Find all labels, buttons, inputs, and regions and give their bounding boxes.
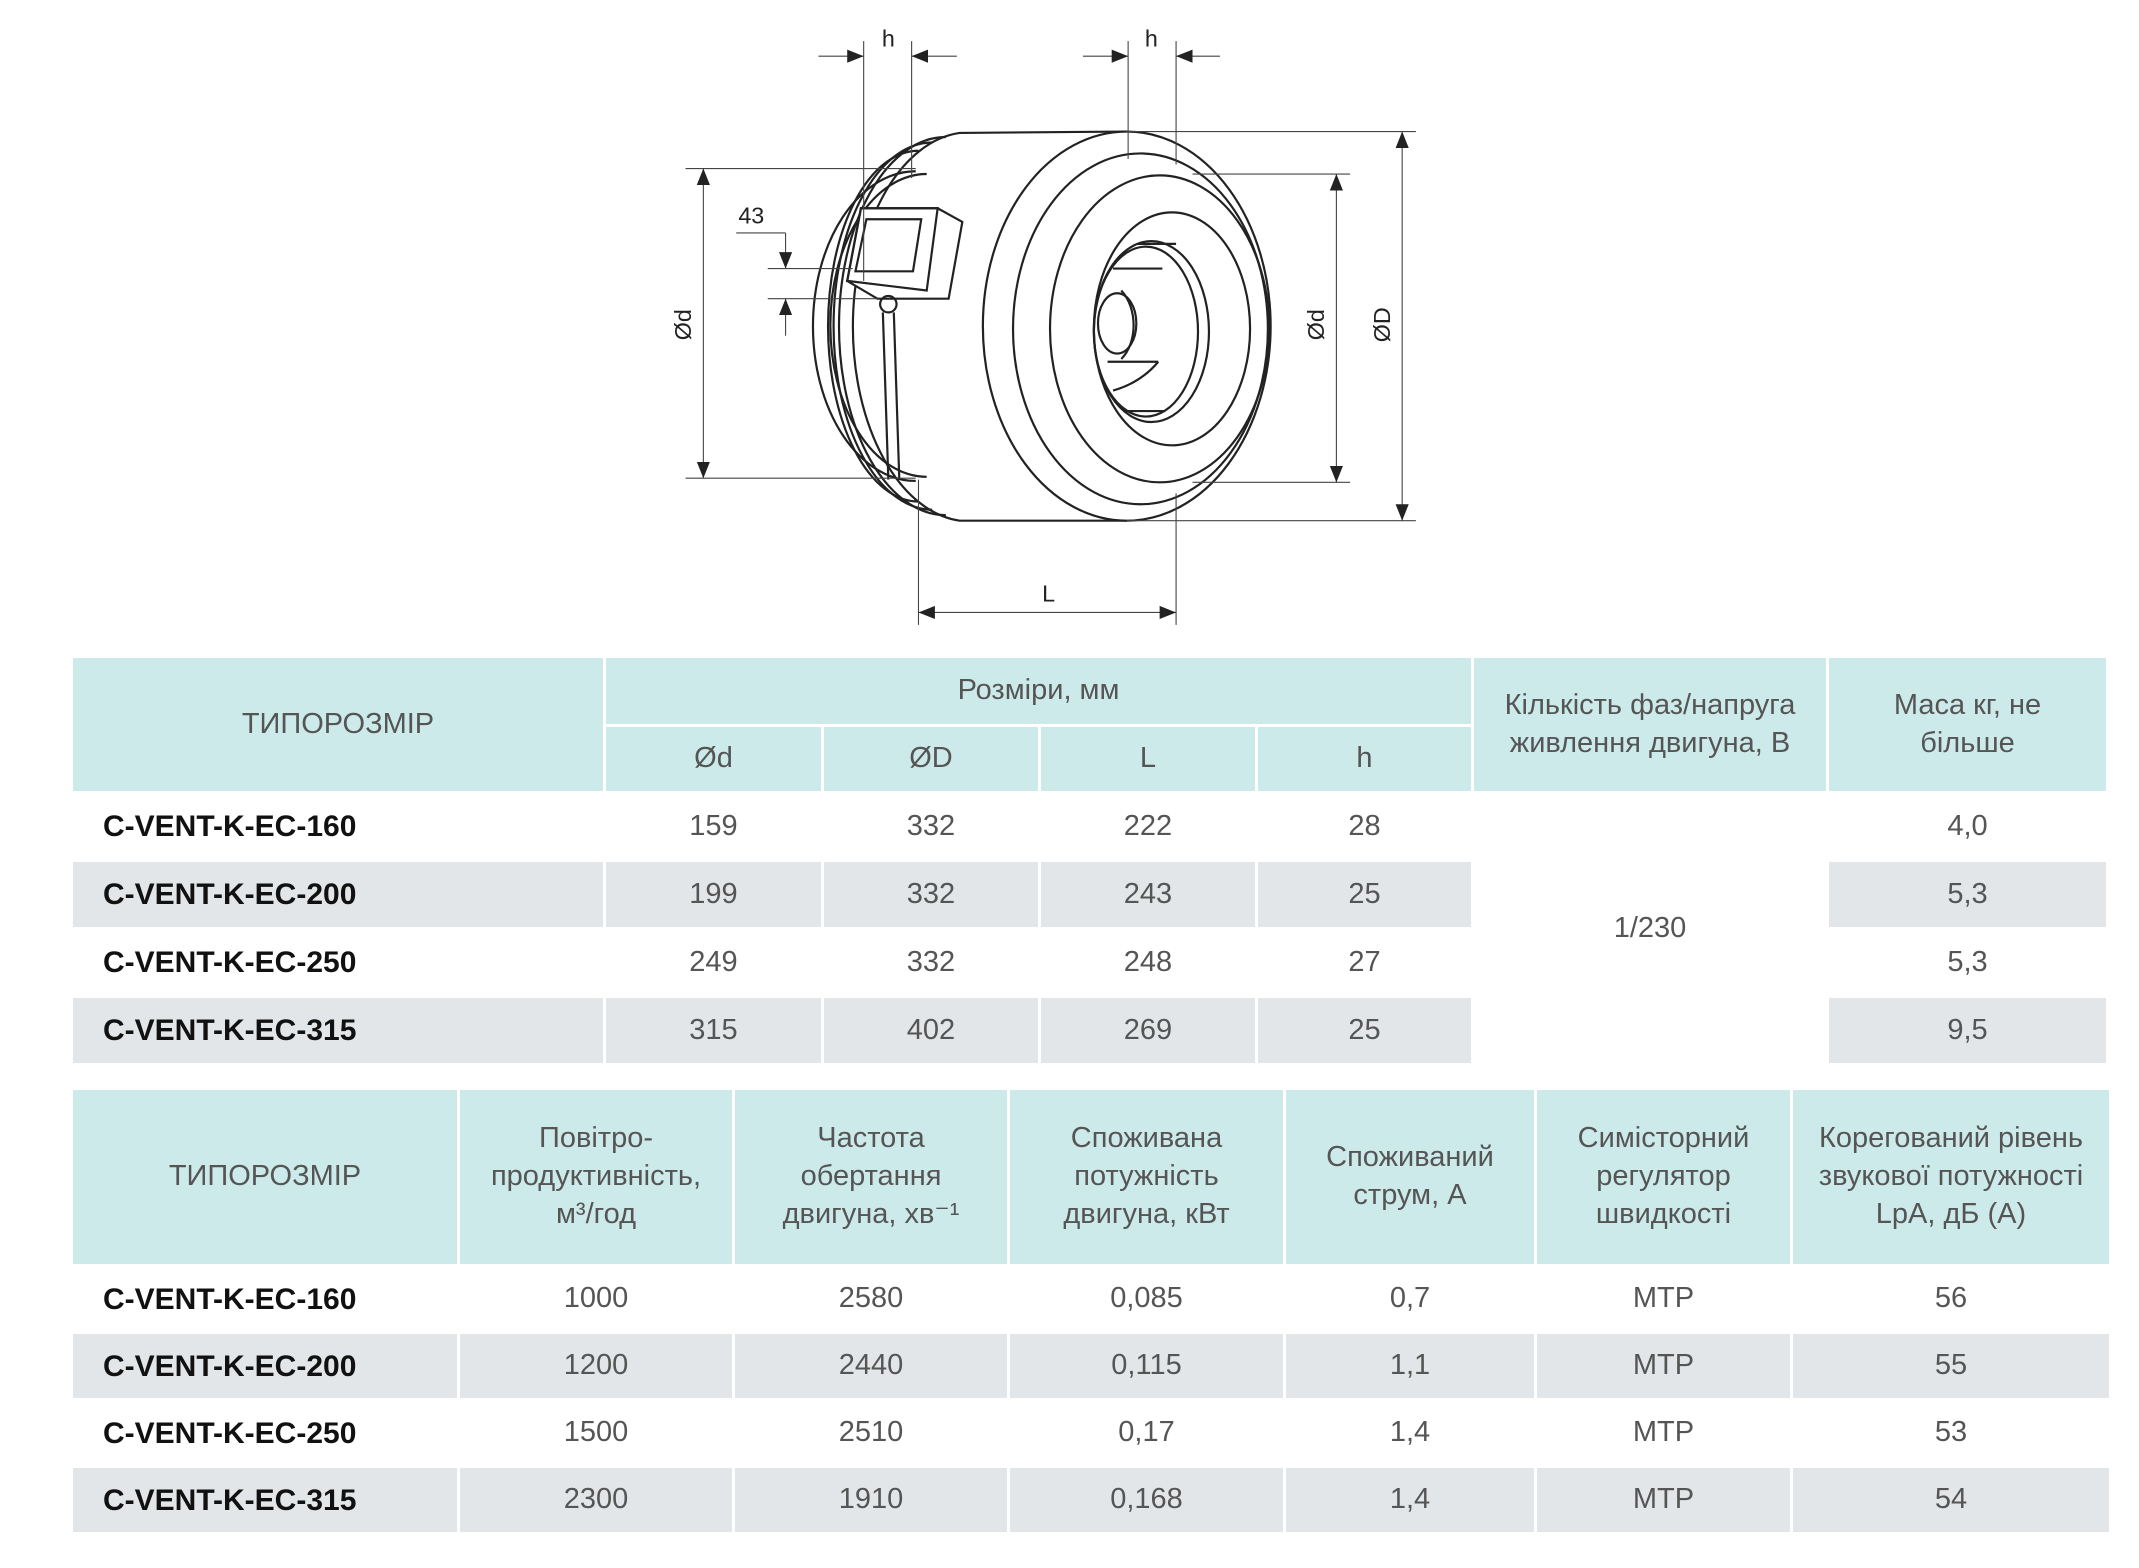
header-col-1: Повітро-продуктивність, м³/год	[460, 1090, 732, 1264]
cell-flow: 2300	[460, 1468, 732, 1532]
cell-h: 25	[1258, 998, 1471, 1063]
dimensions-table: ТИПОРОЗМІР Розміри, мм Кількість фаз/нап…	[70, 655, 2109, 1066]
cell-power: 0,168	[1010, 1468, 1283, 1532]
table-row: C-VENT-K-EC-250 1500 2510 0,17 1,4 MTP 53	[73, 1401, 2109, 1465]
cell-regulator: MTP	[1632, 1282, 1695, 1315]
model-name: C-VENT-K-EC-160	[103, 1282, 357, 1316]
header-col-4: Споживаний струм, А	[1286, 1090, 1534, 1264]
header-col-5: Симісторний регулятор швидкості	[1537, 1090, 1790, 1264]
header-dimensions: Розміри, мм	[606, 658, 1471, 724]
table-row: C-VENT-K-EC-160 1000 2580 0,085 0,7 MTP 56	[73, 1267, 2109, 1331]
cell-d: 199	[606, 862, 821, 927]
cell-sound: 56	[1934, 1282, 1968, 1315]
model-name: C-VENT-K-EC-200	[73, 1334, 457, 1398]
cell-L: 243	[1041, 862, 1255, 927]
cell-d: 315	[606, 998, 821, 1063]
cell-h: 28	[1348, 809, 1381, 842]
header-col-0: ТИПОРОЗМІР	[73, 1090, 457, 1264]
label-D: ØD	[1369, 307, 1395, 342]
model-name: C-VENT-K-EC-160	[103, 810, 357, 843]
cell-current: 0,7	[1389, 1282, 1431, 1315]
header-col-3: Споживана потужність двигуна, кВт	[1010, 1090, 1283, 1264]
header-col-2: Частота обертання двигуна, хв⁻¹	[735, 1090, 1007, 1264]
header-phase-voltage: Кількість фаз/напруга живлення двигуна, …	[1474, 658, 1826, 791]
cell-regulator: MTP	[1537, 1334, 1790, 1398]
label-h-left: h	[882, 26, 895, 52]
table-row: C-VENT-K-EC-160 159 332 222 28 1/230 4,0	[73, 794, 2106, 1063]
cell-regulator: MTP	[1537, 1468, 1790, 1532]
cell-sound: 55	[1793, 1334, 2109, 1398]
cell-L: 269	[1041, 998, 1255, 1063]
cell-power: 0,17	[1118, 1416, 1175, 1449]
header-model: ТИПОРОЗМІР	[73, 658, 603, 791]
cell-rpm: 1910	[735, 1468, 1007, 1532]
cell-D: 402	[824, 998, 1038, 1063]
header-dim-1: ØD	[824, 727, 1038, 791]
model-name: C-VENT-K-EC-315	[73, 998, 603, 1063]
table-row: C-VENT-K-EC-250 249 332 248 27 5,3	[73, 930, 2106, 995]
label-d-right: Ød	[1303, 309, 1329, 340]
cell-current: 1,4	[1389, 1416, 1431, 1449]
cell-power: 0,085	[1110, 1282, 1183, 1315]
header-mass: Маса кг, не більше	[1829, 658, 2106, 791]
cell-flow: 1500	[563, 1416, 629, 1449]
cell-mass: 5,3	[1829, 862, 2106, 927]
dimension-lines	[685, 41, 1416, 625]
cell-mass: 5,3	[1947, 945, 1988, 978]
model-name: C-VENT-K-EC-200	[73, 862, 603, 927]
label-h-right: h	[1145, 26, 1158, 52]
cell-sound: 54	[1793, 1468, 2109, 1532]
cell-mass: 4,0	[1947, 809, 1988, 842]
header-dim-2: L	[1041, 727, 1255, 791]
cell-d: 159	[689, 809, 738, 842]
cell-D: 332	[824, 862, 1038, 927]
cell-L: 222	[1123, 809, 1173, 842]
label-L: L	[1042, 581, 1055, 607]
cell-regulator: MTP	[1632, 1416, 1695, 1449]
header-dim-0: Ød	[606, 727, 821, 791]
model-name: C-VENT-K-EC-250	[103, 1416, 357, 1450]
cell-D: 332	[906, 809, 956, 842]
cell-d: 249	[689, 945, 738, 978]
cell-D: 332	[906, 945, 956, 978]
cell-flow: 1000	[563, 1282, 629, 1315]
header-col-6: Корегований рівень звукової потужності L…	[1793, 1090, 2109, 1264]
fan-dimension-drawing: h h 43 Ød Ød ØD L	[670, 26, 1416, 625]
cell-h: 27	[1348, 945, 1381, 978]
header-dim-3: h	[1258, 727, 1471, 791]
cell-power: 0,115	[1010, 1334, 1283, 1398]
cell-L: 248	[1123, 945, 1173, 978]
model-name: C-VENT-K-EC-315	[73, 1468, 457, 1532]
fan-body	[811, 130, 1272, 522]
cell-current: 1,1	[1286, 1334, 1534, 1398]
label-43: 43	[738, 202, 764, 228]
cell-h: 25	[1258, 862, 1471, 927]
cell-rpm: 2580	[838, 1282, 904, 1315]
cell-sound: 53	[1934, 1416, 1968, 1449]
cell-rpm: 2510	[838, 1416, 904, 1449]
cell-rpm: 2440	[735, 1334, 1007, 1398]
label-d-left: Ød	[670, 309, 696, 340]
cell-mass: 9,5	[1829, 998, 2106, 1063]
cell-flow: 1200	[460, 1334, 732, 1398]
model-name: C-VENT-K-EC-250	[103, 946, 357, 979]
phase-voltage-value: 1/230	[1474, 794, 1826, 1063]
cell-current: 1,4	[1286, 1468, 1534, 1532]
